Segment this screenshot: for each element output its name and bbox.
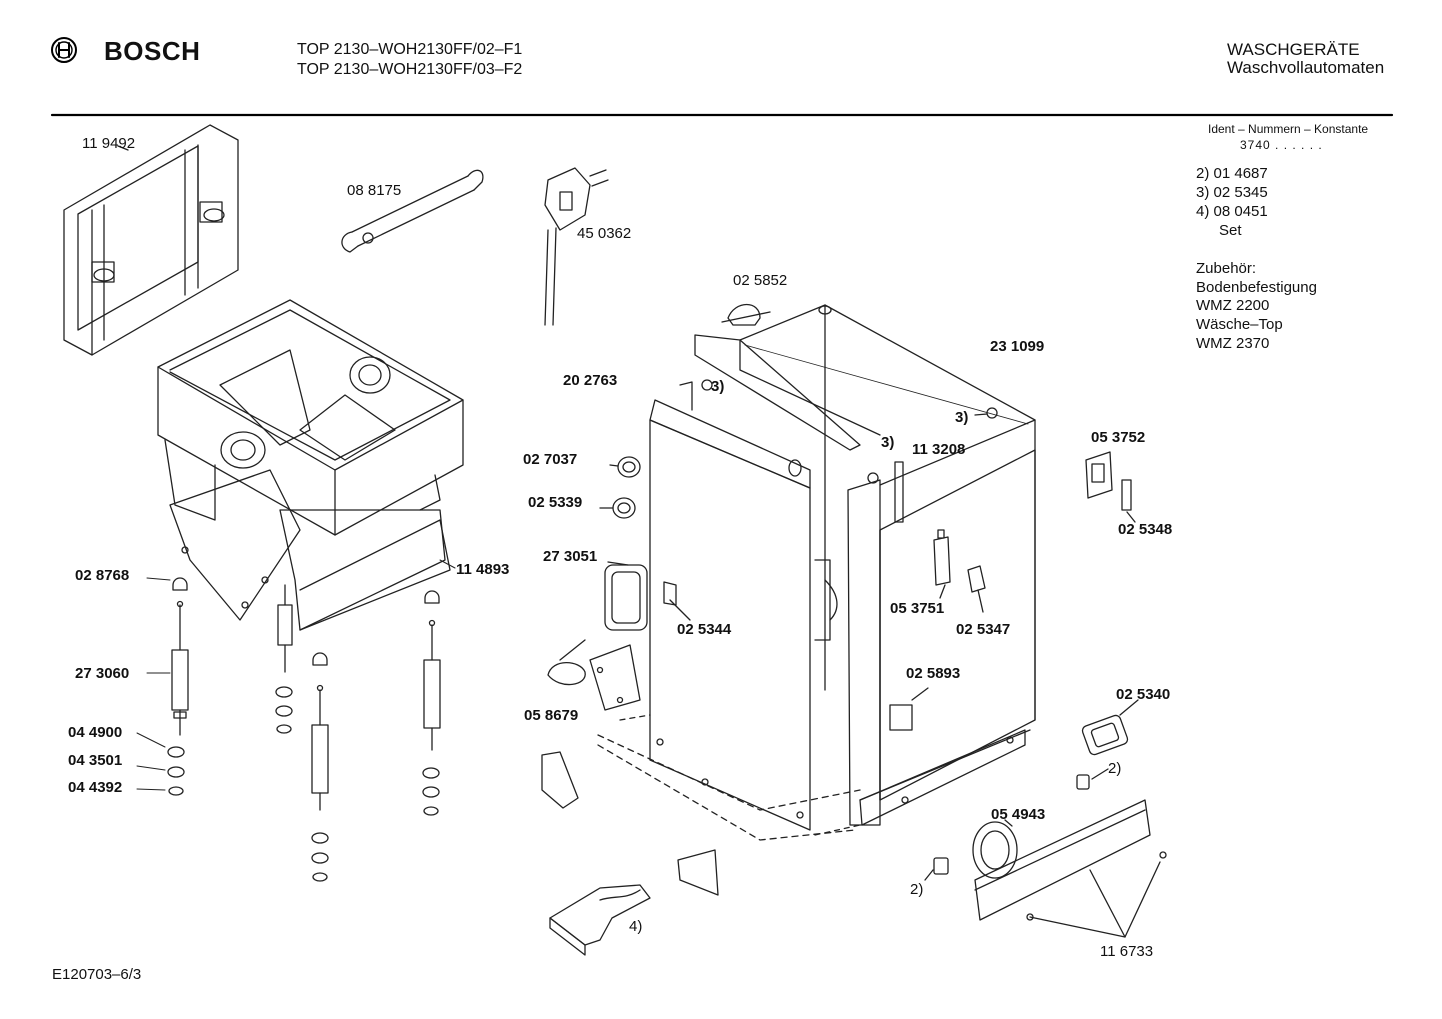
accessory-line: WMZ 2200 bbox=[1196, 297, 1270, 314]
part-label: 05 4943 bbox=[991, 806, 1046, 823]
part-label: 08 8175 bbox=[347, 182, 402, 199]
accessory-line: Zubehör: bbox=[1196, 260, 1257, 277]
drawing-code: E120703–6/3 bbox=[52, 966, 142, 983]
part-label: 02 8768 bbox=[75, 567, 130, 584]
part-label: 04 4900 bbox=[68, 724, 123, 741]
part-label: 27 3060 bbox=[75, 665, 130, 682]
part-label: 05 3751 bbox=[890, 600, 945, 617]
accessory-line: Wäsche–Top bbox=[1196, 316, 1283, 333]
category-title: WASCHGERÄTE bbox=[1227, 40, 1360, 59]
ref-label: 4) bbox=[629, 918, 643, 935]
ident-code: 3740 . . . . . . bbox=[1240, 138, 1323, 152]
part-label: 04 3501 bbox=[68, 752, 123, 769]
part-label: 02 5340 bbox=[1116, 686, 1171, 703]
part-label: 02 5344 bbox=[677, 621, 732, 638]
power-plug-icon bbox=[544, 167, 609, 326]
part-label: 23 1099 bbox=[990, 338, 1045, 355]
model-line-2: TOP 2130–WOH2130FF/03–F2 bbox=[297, 61, 523, 78]
ref-label: 3) bbox=[955, 409, 969, 426]
part-label: 05 3752 bbox=[1091, 429, 1146, 446]
ref-label: 2) bbox=[910, 881, 924, 898]
ident-line: 4) 08 0451 bbox=[1196, 203, 1268, 220]
part-label: 11 4893 bbox=[456, 561, 510, 578]
accessory-line: WMZ 2370 bbox=[1196, 335, 1270, 352]
model-line-1: TOP 2130–WOH2130FF/02–F1 bbox=[297, 41, 523, 58]
part-label: 02 5893 bbox=[906, 665, 961, 682]
ident-line: 2) 01 4687 bbox=[1196, 165, 1268, 182]
ident-line: 3) 02 5345 bbox=[1196, 184, 1268, 201]
shock-absorber-icon bbox=[171, 584, 441, 811]
ident-line: Set bbox=[1219, 222, 1242, 239]
leader-lines bbox=[136, 559, 456, 791]
accessory-line: Bodenbefestigung bbox=[1196, 279, 1317, 296]
washer-icon bbox=[167, 577, 440, 882]
part-label: 02 5852 bbox=[733, 272, 788, 289]
brand-name: BOSCH bbox=[104, 36, 201, 66]
ref-label: 2) bbox=[1108, 760, 1122, 777]
part-label: 02 5347 bbox=[956, 621, 1011, 638]
part-label: 02 7037 bbox=[523, 451, 578, 468]
category-subtitle: Waschvollautomaten bbox=[1227, 58, 1385, 77]
frame-bracket-icon bbox=[63, 124, 239, 356]
part-label: 02 5348 bbox=[1118, 521, 1173, 538]
part-label: 02 5339 bbox=[528, 494, 583, 511]
base-plate-icon bbox=[169, 469, 451, 631]
part-label: 27 3051 bbox=[543, 548, 598, 565]
ref-label: 3) bbox=[881, 434, 895, 451]
ident-title: Ident – Nummern – Konstante bbox=[1208, 122, 1369, 136]
bosch-logo-icon bbox=[51, 37, 77, 63]
part-label: 05 8679 bbox=[524, 707, 579, 724]
cabinet-icon bbox=[597, 304, 1036, 841]
part-label: 11 3208 bbox=[912, 441, 966, 458]
part-label: 20 2763 bbox=[563, 372, 618, 389]
tub-icon bbox=[157, 299, 464, 536]
ref-label: 3) bbox=[711, 378, 725, 395]
part-label: 45 0362 bbox=[577, 225, 632, 242]
wrench-icon bbox=[341, 169, 484, 253]
part-label: 11 9492 bbox=[82, 135, 136, 152]
small-parts-icon bbox=[541, 303, 1167, 956]
part-label: 04 4392 bbox=[68, 779, 123, 796]
part-label: 11 6733 bbox=[1100, 943, 1154, 960]
